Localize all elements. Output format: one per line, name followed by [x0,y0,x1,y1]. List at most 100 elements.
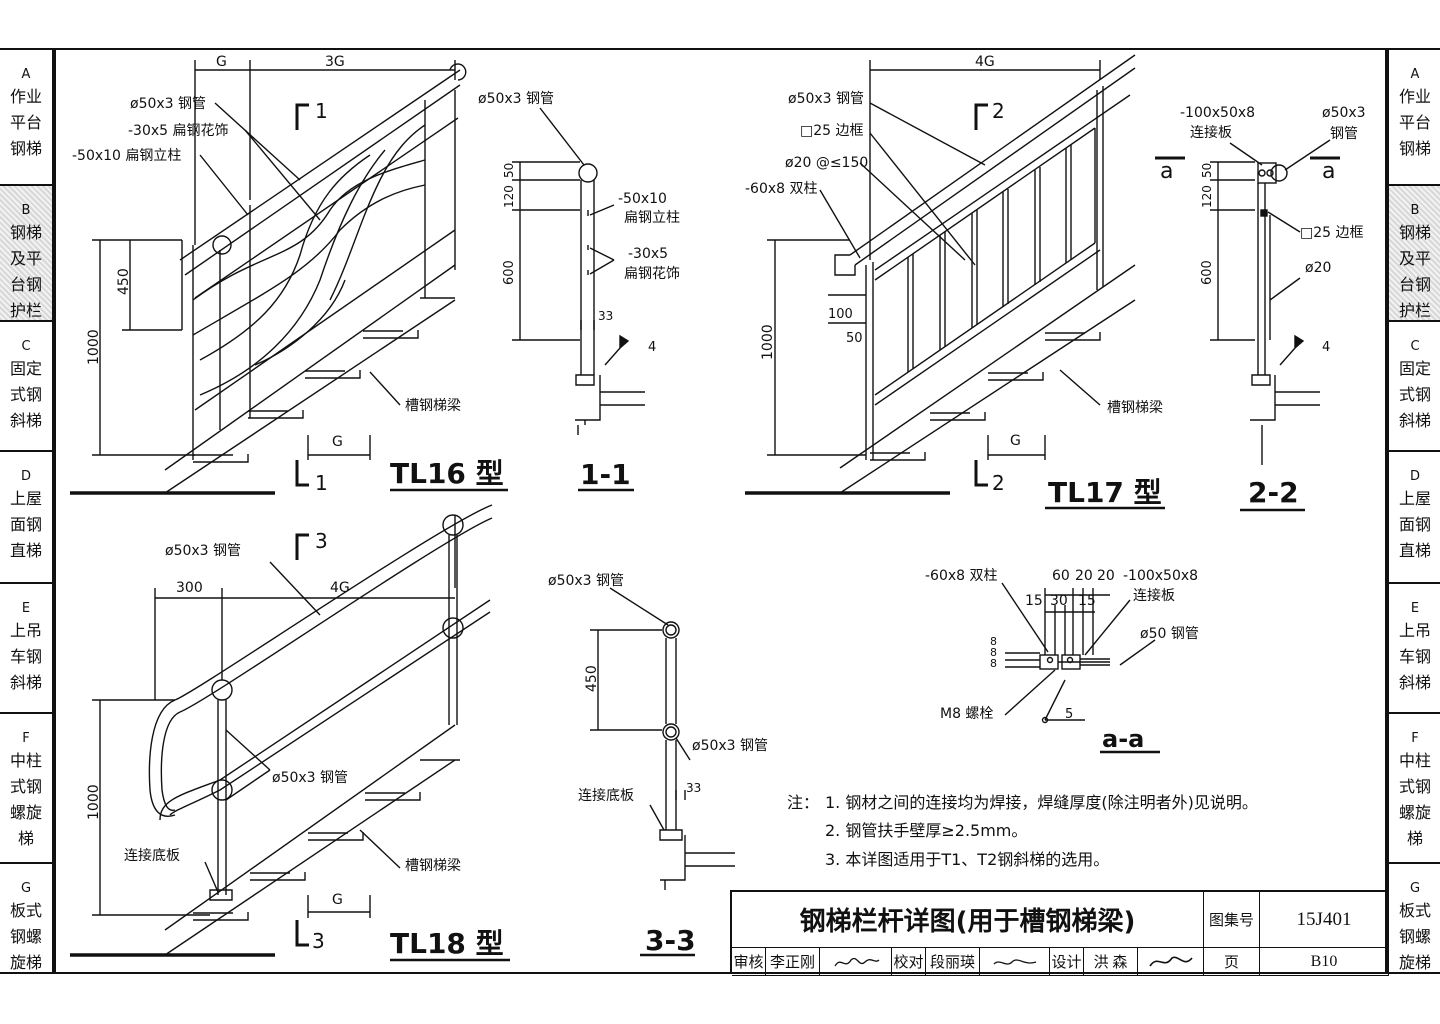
tab-label-line: 梯 [1406,829,1423,848]
tab-label-line: 车钢 [1398,647,1431,666]
sec11-title: 1-1 [580,458,631,491]
tab-label-line: 固定 [1398,359,1431,378]
tab-label-line: 式钢 [1398,385,1431,404]
tl17-label-double: -60x8 双柱 [745,181,818,197]
tab-label-line: 式钢 [9,777,42,796]
tab-code: G [20,881,32,896]
tl17-section-mark-bottom: 2 [992,471,1005,495]
sec33-dim-33: 33 [686,781,701,795]
tab-label-line: 上吊 [1398,621,1431,640]
designer-signature [1138,948,1204,976]
tl18-label-pipe-mid: ø50x3 钢管 [272,770,348,786]
secaa-label-bolt: M8 螺栓 [940,706,993,722]
secaa-dim-20b: 20 [1097,568,1115,584]
sec22-title: 2-2 [1248,476,1299,509]
page-number: B10 [1260,948,1389,976]
tl18-dim-4g: 4G [330,580,350,596]
right-tab-c[interactable]: C 固定式钢斜梯 [1389,322,1440,452]
drawing-frame [54,48,1387,974]
secaa-dim-15a: 15 [1025,593,1043,609]
tab-label-line: 及平 [1398,249,1431,268]
sec22-label-bar: ø20 [1305,260,1331,276]
tl16-dim-g: G [216,54,227,70]
tab-code: F [1411,731,1419,746]
sec11-dim-33: 33 [598,309,613,323]
tab-code: D [1409,469,1420,484]
tab-label-line: 螺旋 [1398,803,1431,822]
tab-label-line: 钢梯 [1398,223,1431,242]
sec33-label-pipe-top: ø50x3 钢管 [548,573,624,589]
secaa-label-plate-b: 连接板 [1133,587,1175,604]
tl16-drawing [70,60,508,495]
tab-code: F [22,731,30,746]
tab-label-line: 上屋 [1398,489,1431,508]
tab-code: E [21,601,31,616]
tab-label-line: 式钢 [9,385,42,404]
secaa-dim-8a: 8 [990,635,997,648]
tab-label-line: 斜梯 [9,673,42,692]
tl17-dim-100: 100 [828,307,853,322]
checker-name: 段丽瑛 [926,948,980,976]
secaa-label-plate-a: -100x50x8 [1123,568,1198,584]
tab-label-line: 钢梯 [9,139,42,158]
tab-label-line: 中柱 [1398,751,1431,770]
tl17-section-mark-top: 2 [992,99,1005,123]
tl17-dim-1000: 1000 [760,324,776,360]
sec22-label-pipe-a: ø50x3 [1322,105,1366,121]
tab-label-line: 车钢 [9,647,42,666]
sec22-mark-a-left: a [1160,159,1173,184]
tab-label-line: 及平 [9,249,42,268]
note-item-2: 2. 钢管扶手壁厚≥2.5mm。 [825,821,1027,840]
tl17-dim-g-bottom: G [1010,433,1021,449]
reviewer-signature [820,948,892,976]
tl16-label-flat-decor: -30x5 扁钢花饰 [128,123,229,139]
secaa-label-pipe: ø50 钢管 [1140,626,1199,642]
sec22-dim-50: 50 [1200,163,1214,178]
sec11-weld: 4 [648,340,656,355]
tl16-title: TL16 型 [390,457,504,490]
notes-prefix: 注： [787,793,819,812]
tab-label-line: 护栏 [9,301,42,320]
tab-code: B [1410,203,1420,218]
tl18-section-mark-top: 3 [315,529,328,553]
check-label: 校对 [892,948,926,976]
secaa-dim-20a: 20 [1075,568,1093,584]
reviewer-name: 李正刚 [766,948,820,976]
tab-code: E [1410,601,1420,616]
tl16-label-flat-post: -50x10 扁钢立柱 [72,148,181,164]
tab-label-line: 斜梯 [1398,411,1431,430]
secaa-label-double: -60x8 双柱 [925,568,998,584]
section-2-2-drawing [1155,139,1340,512]
tl16-dim-3g: 3G [325,54,345,70]
tab-label-line: 台钢 [1398,275,1431,294]
tab-label-line: 直梯 [1398,541,1431,560]
tl17-label-frame: □25 边框 [800,123,864,139]
sec11-label-post-a: -50x10 [618,191,667,207]
tl16-section-mark-top: 1 [315,99,328,123]
tl18-label-pipe-top: ø50x3 钢管 [165,543,241,559]
tab-label-line: 平台 [1398,113,1431,132]
tab-label-line: 上屋 [9,489,42,508]
tab-code: C [1410,339,1420,354]
tab-code: A [1410,67,1420,82]
tl18-title: TL18 型 [390,927,504,960]
secaa-dim-15b: 15 [1078,593,1096,609]
tab-code: A [21,67,31,82]
tl17-label-bar: ø20 @≤150 [785,155,868,171]
tl18-section-mark-bottom: 3 [312,929,325,953]
secaa-dim-8c: 8 [990,657,997,670]
